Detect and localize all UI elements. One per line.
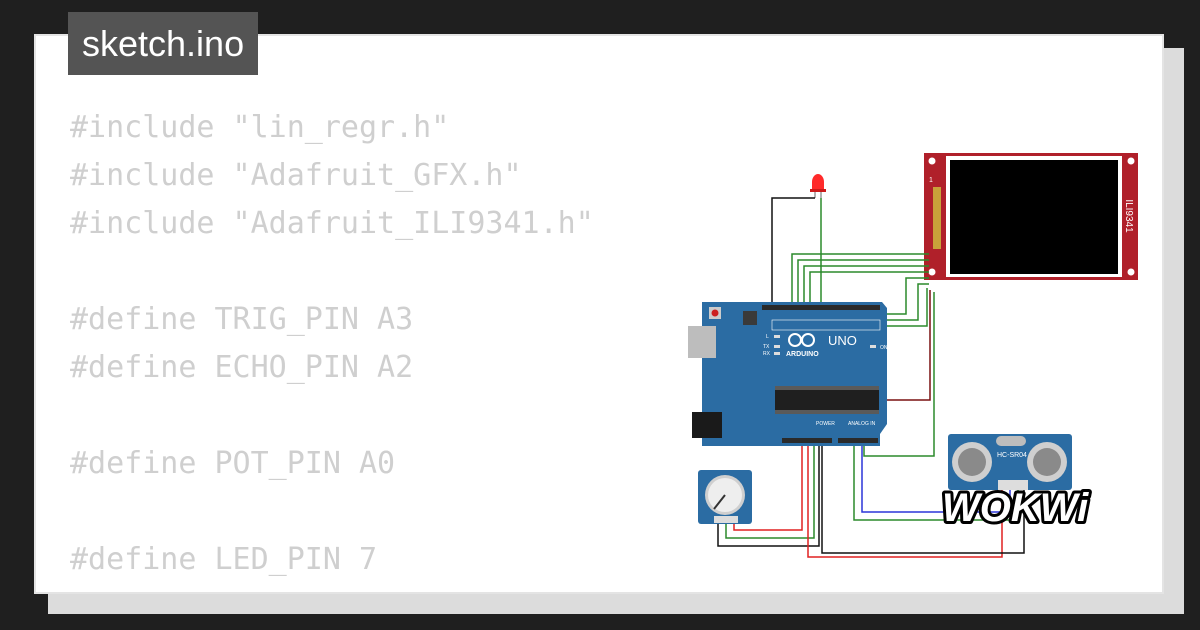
display-pin-label: 1 [929,177,933,184]
wokwi-logo-text: WOKWi [942,486,1089,530]
arduino-uno-board[interactable]: UNO ARDUINO ON L TX RX POWER ANALOG IN [688,302,888,446]
code-line: #include "lin_regr.h" [70,110,450,145]
board-brand-label: ARDUINO [786,351,819,358]
board-l-label: L [766,334,769,340]
power-header [782,438,832,443]
board-rx-label: RX [763,351,771,357]
digital-header [762,305,880,310]
atmega-chip [775,390,879,410]
code-line: #define TFT_DC 9 [70,584,594,592]
code-line: #include "Adafruit_ILI9341.h" [70,206,594,241]
usb-port [688,326,716,358]
code-preview: #include "lin_regr.h" #include "Adafruit_… [70,104,594,592]
board-model-label: UNO [828,333,857,348]
power-jack [692,412,722,438]
board-tx-label: TX [763,344,770,350]
ultrasonic-sensor[interactable]: HC-SR04 [948,434,1072,490]
display-label: ILI9341 [1123,199,1134,233]
sensor-label: HC-SR04 [997,452,1027,459]
analog-header [838,438,878,443]
arduino-logo-icon [788,333,815,347]
led[interactable] [810,174,826,198]
project-card[interactable]: #include "lin_regr.h" #include "Adafruit_… [34,34,1164,594]
code-line: #define LED_PIN 7 [70,542,378,577]
board-power-label: POWER [816,421,835,427]
potentiometer-knob-icon[interactable] [713,494,726,510]
code-line: #include "Adafruit_GFX.h" [70,158,522,193]
board-on-label: ON [880,345,888,351]
wokwi-logo[interactable]: WOKWi [939,483,1110,536]
code-line: #define TRIG_PIN A3 [70,302,414,337]
file-tab[interactable]: sketch.ino [68,12,259,75]
code-line: #define POT_PIN A0 [70,446,396,481]
circuit-diagram: ILI9341 1 [688,153,1138,558]
tft-display[interactable]: ILI9341 1 [924,153,1138,280]
code-line: #define ECHO_PIN A2 [70,350,414,385]
potentiometer[interactable] [698,470,752,524]
board-analog-label: ANALOG IN [848,421,876,427]
